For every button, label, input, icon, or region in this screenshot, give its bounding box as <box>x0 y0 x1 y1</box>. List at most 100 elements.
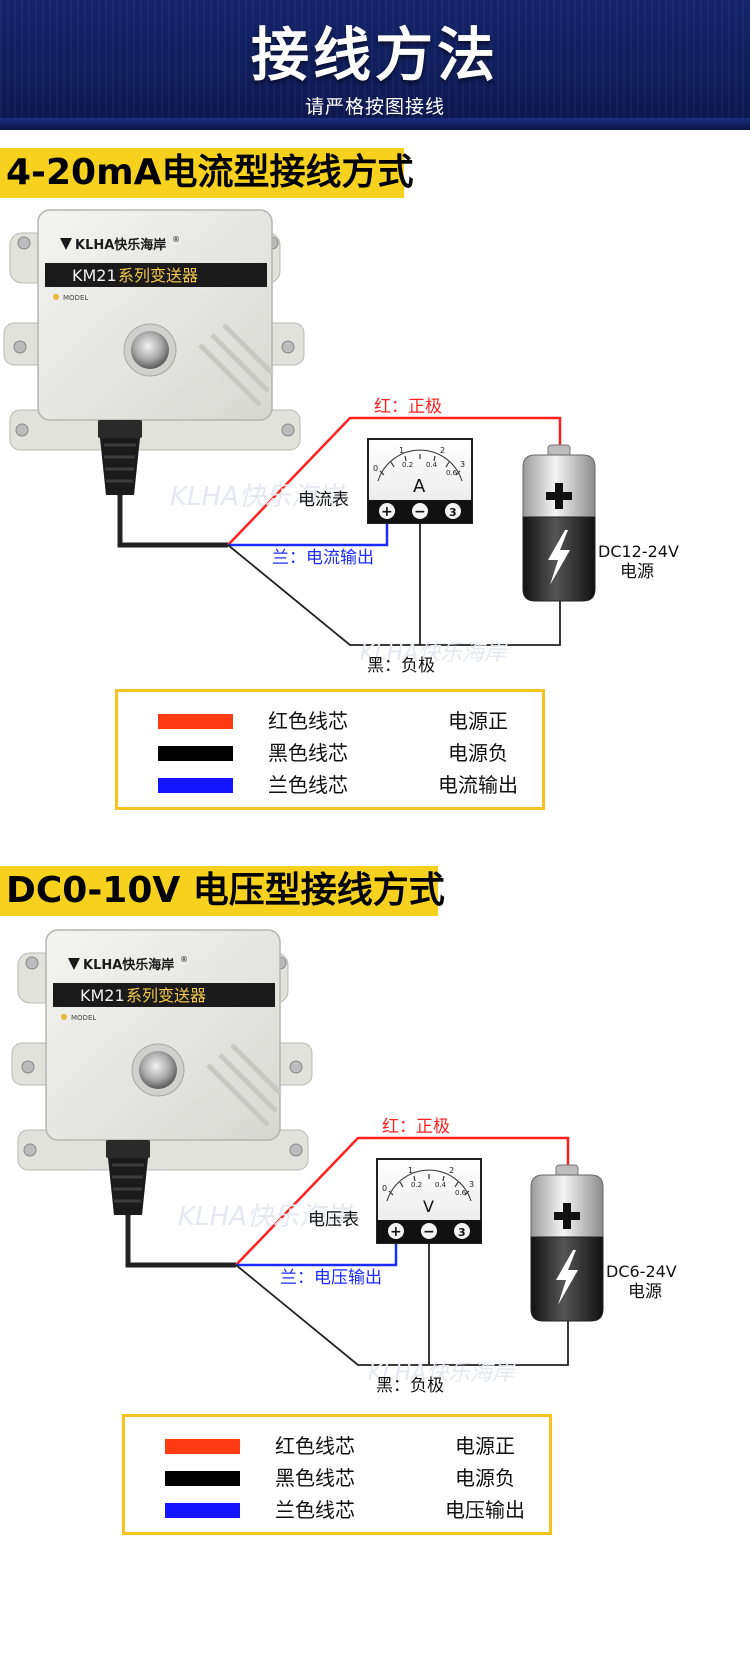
meter-scale-label: 1 <box>408 1166 413 1175</box>
legend-swatch-red <box>165 1439 240 1454</box>
terminal-three-icon <box>445 503 461 519</box>
page-header: 接线方法 请严格按图接线 <box>0 0 750 130</box>
meter-scale-label: 0.2 <box>402 461 413 469</box>
legend-wire-name: 兰色线芯 <box>275 1498 355 1522</box>
page-title: 接线方法 <box>250 21 499 89</box>
brand-registered-mark: ® <box>180 955 188 964</box>
screw-icon <box>281 340 295 354</box>
model-prefix: KM21 <box>72 266 117 285</box>
header-texture <box>0 0 750 130</box>
brand-registered-mark: ® <box>172 235 180 244</box>
meter-scale-label: 0 <box>382 1184 387 1193</box>
meter-scale-label: 3 <box>460 460 465 469</box>
legend-wire-function: 电源正 <box>455 1434 515 1458</box>
power-spec-label: DC6-24V <box>606 1262 677 1281</box>
wiring-diagram-current: KLHA快乐海岸 ® KM21 系列变送器 MODEL KLHA快乐海岸 KLH… <box>0 205 750 695</box>
legend-row: 红色线芯 电源正 <box>125 1431 549 1461</box>
legend-row: 兰色线芯 电压输出 <box>125 1495 549 1525</box>
meter-ticks <box>379 454 461 476</box>
battery-plus-icon <box>546 492 572 500</box>
enclosure-ribs <box>198 323 274 407</box>
page-subtitle: 请严格按图接线 <box>304 96 445 118</box>
wiring-diagram-voltage-svg: KLHA快乐海岸 ® KM21 系列变送器 MODEL KLHA快乐海岸 KLH… <box>11 929 677 1396</box>
legend-wire-name: 黑色线芯 <box>275 1466 355 1490</box>
screw-icon <box>15 423 29 437</box>
meter-scale-label: 2 <box>440 446 445 455</box>
meter-scale-label: 0.4 <box>435 1181 447 1189</box>
enclosure-ribs <box>206 1043 282 1127</box>
sensor-probe <box>131 331 169 369</box>
brand-logo-icon <box>68 958 80 970</box>
ammeter: 0 1 0.2 0.4 2 0.6 3 A + − 3 <box>367 438 473 524</box>
wire-legend-current: 红色线芯 电源正 黑色线芯 电源负 兰色线芯 电流输出 <box>115 689 545 810</box>
cable-gland-grip <box>112 1163 144 1203</box>
meter-scale-label: 3 <box>469 1180 474 1189</box>
wire-red <box>227 416 562 546</box>
power-name-label: 电源 <box>620 562 654 582</box>
wire-blue <box>228 510 389 547</box>
enclosure-body <box>45 929 281 1141</box>
legend-wire-function: 电压输出 <box>445 1498 525 1522</box>
terminal-plus-icon <box>388 1223 404 1239</box>
brand-logo-icon <box>60 238 72 250</box>
watermark-brand: KLHA快乐海岸 <box>368 1361 516 1386</box>
terminal-minus-label: − <box>414 504 426 520</box>
screw-icon <box>25 956 39 970</box>
voltmeter: 0 1 0.2 0.4 2 0.6 3 V + − 3 <box>376 1158 482 1244</box>
black-wire-label: 黑：负极 <box>376 1376 444 1396</box>
legend-wire-name: 红色线芯 <box>275 1434 355 1458</box>
transmitter-device: KLHA快乐海岸 ® KM21 系列变送器 MODEL <box>11 929 313 1215</box>
red-wire-label: 红：正极 <box>382 1117 450 1137</box>
wire-legend-voltage: 红色线芯 电源正 黑色线芯 电源负 兰色线芯 电压输出 <box>122 1414 552 1535</box>
terminal-plus-icon <box>379 503 395 519</box>
screw-icon <box>289 1060 303 1074</box>
terminal-plus-label: + <box>390 1224 402 1240</box>
meter-scale-arc <box>386 1169 472 1202</box>
legend-swatch-black <box>158 746 233 761</box>
wiring-diagram-current-svg: KLHA快乐海岸 ® KM21 系列变送器 MODEL KLHA快乐海岸 KLH… <box>3 209 679 676</box>
screw-icon <box>23 1143 37 1157</box>
lightning-bolt-icon <box>556 1250 578 1305</box>
legend-swatch-blue <box>165 1503 240 1518</box>
meter-scale-label: 1 <box>399 446 404 455</box>
meter-scale-label: 0.6 <box>446 469 458 477</box>
legend-row: 黑色线芯 电源负 <box>118 738 542 768</box>
legend-swatch-black <box>165 1471 240 1486</box>
legend-wire-function: 电流输出 <box>438 773 518 797</box>
battery-plus-icon <box>554 1212 580 1220</box>
power-supply-battery <box>530 1164 604 1322</box>
legend-swatch-red <box>158 714 233 729</box>
terminal-three-icon <box>454 1223 470 1239</box>
meter-scale-label: 0.6 <box>455 1189 467 1197</box>
watermark-brand: KLHA快乐海岸 <box>170 482 346 512</box>
meter-scale-label: 2 <box>449 1166 454 1175</box>
wire-black <box>235 1264 569 1366</box>
power-spec-label: DC12-24V <box>598 542 679 561</box>
terminal-plus-label: + <box>381 504 393 520</box>
terminal-minus-icon <box>421 1223 437 1239</box>
model-suffix: 系列变送器 <box>126 986 206 1005</box>
terminal-minus-label: − <box>423 1224 435 1240</box>
lightning-bolt-icon <box>548 530 570 585</box>
legend-wire-name: 兰色线芯 <box>268 773 348 797</box>
legend-wire-function: 电源正 <box>448 709 508 733</box>
meter-label: 电流表 <box>298 490 349 510</box>
transmitter-device: KLHA快乐海岸 ® KM21 系列变送器 MODEL <box>3 209 305 495</box>
legend-row: 兰色线芯 电流输出 <box>118 770 542 800</box>
enclosure-body <box>37 209 273 421</box>
model-dot-icon <box>53 294 59 300</box>
meter-scale-label: 0 <box>373 464 378 473</box>
model-tag: MODEL <box>71 1014 96 1022</box>
wire-black <box>227 544 561 646</box>
model-dot-icon <box>61 1014 67 1020</box>
wires <box>117 416 562 646</box>
legend-row: 红色线芯 电源正 <box>118 706 542 736</box>
black-wire-label: 黑：负极 <box>367 656 435 676</box>
meter-scale-label: 0.4 <box>426 461 438 469</box>
wiring-diagram-voltage: KLHA快乐海岸 ® KM21 系列变送器 MODEL KLHA快乐海岸 KLH… <box>0 925 750 1415</box>
power-name-label: 电源 <box>628 1282 662 1302</box>
legend-swatch-blue <box>158 778 233 793</box>
cable-gland <box>100 438 140 495</box>
cable-gland-nut <box>98 420 142 438</box>
meter-label: 电压表 <box>308 1210 359 1230</box>
